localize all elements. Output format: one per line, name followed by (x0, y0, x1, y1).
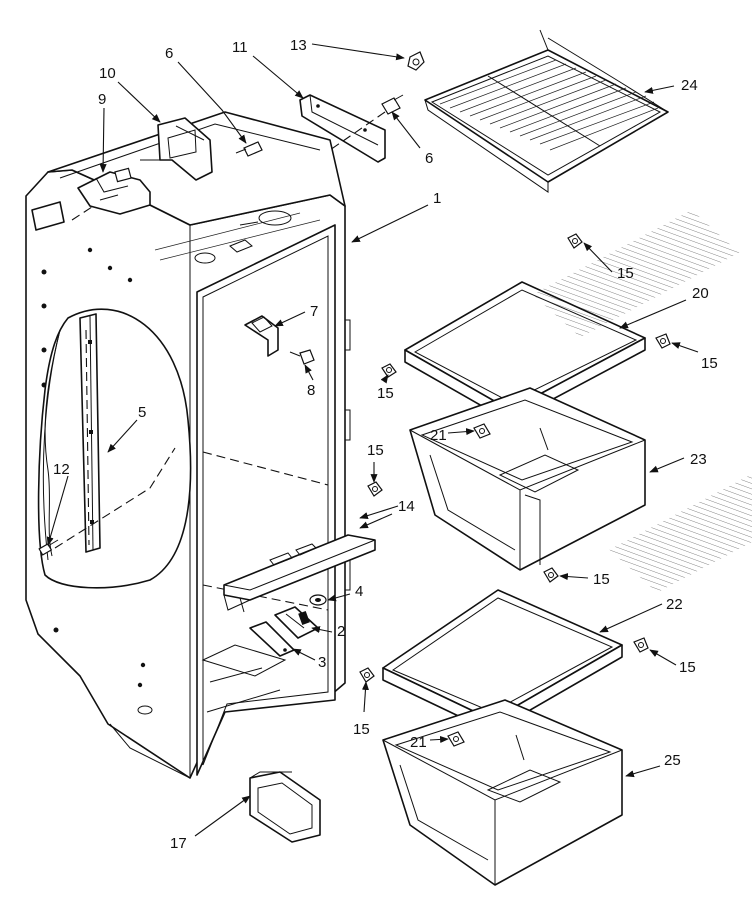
callout-leaders (46, 43, 699, 837)
callout-22: 22 (666, 596, 683, 613)
callout-15-g: 15 (353, 721, 370, 738)
deflector-14 (223, 534, 376, 613)
callout-3: 3 (318, 654, 326, 671)
screw-6-left (235, 141, 263, 157)
callout-25: 25 (664, 752, 681, 769)
grommet-4 (309, 594, 327, 606)
callout-12: 12 (53, 461, 70, 478)
callout-7: 7 (310, 303, 318, 320)
wire-shelf-24 (424, 29, 669, 193)
crisper-drawer-23 (409, 387, 646, 571)
clip-21-a (473, 423, 491, 439)
clip-15-a (567, 233, 583, 249)
crisper-drawer-25 (382, 699, 623, 886)
callout-15-b: 15 (701, 355, 718, 372)
clip-15-c (381, 363, 397, 378)
callout-6-top: 6 (165, 45, 173, 62)
clip-21-b (447, 731, 465, 747)
cutaway-detail (37, 308, 192, 589)
callout-15-d: 15 (367, 442, 384, 459)
callout-14: 14 (398, 498, 415, 515)
callout-21-a: 21 (430, 427, 447, 444)
clip-15-g (359, 667, 375, 683)
clip-15-d (367, 481, 383, 497)
thermostat-bracket-10 (140, 117, 213, 181)
bracket-7 (244, 315, 279, 357)
clip-15-e (543, 567, 559, 583)
callout-11: 11 (232, 39, 248, 56)
callout-10: 10 (99, 65, 116, 82)
light-socket-bracket-11 (299, 94, 386, 163)
clip-15-f (633, 637, 649, 653)
callout-17: 17 (170, 835, 187, 852)
callout-5: 5 (138, 404, 146, 421)
callout-2: 2 (337, 623, 345, 640)
light-shield-17 (249, 771, 321, 843)
thermostat-housing-9 (71, 167, 151, 221)
screw-6-right (329, 94, 404, 151)
callout-8: 8 (307, 382, 315, 399)
callout-labels: 1 2 3 4 5 6 6 7 8 9 10 11 12 13 14 15 15… (53, 37, 718, 852)
callout-23: 23 (690, 451, 707, 468)
clip-15-b (655, 333, 671, 349)
callout-21-b: 21 (410, 734, 427, 751)
callout-9: 9 (98, 91, 106, 108)
callout-4: 4 (355, 583, 363, 600)
callout-20: 20 (692, 285, 709, 302)
callout-15-e: 15 (593, 571, 610, 588)
callout-15-c: 15 (377, 385, 394, 402)
callout-15-f: 15 (679, 659, 696, 676)
callout-6-right: 6 (425, 150, 433, 167)
callout-15-a: 15 (617, 265, 634, 282)
clip-13 (407, 51, 425, 71)
callout-13: 13 (290, 37, 307, 54)
callout-1: 1 (433, 190, 441, 207)
screw-8 (289, 349, 315, 365)
callout-24: 24 (681, 77, 698, 94)
